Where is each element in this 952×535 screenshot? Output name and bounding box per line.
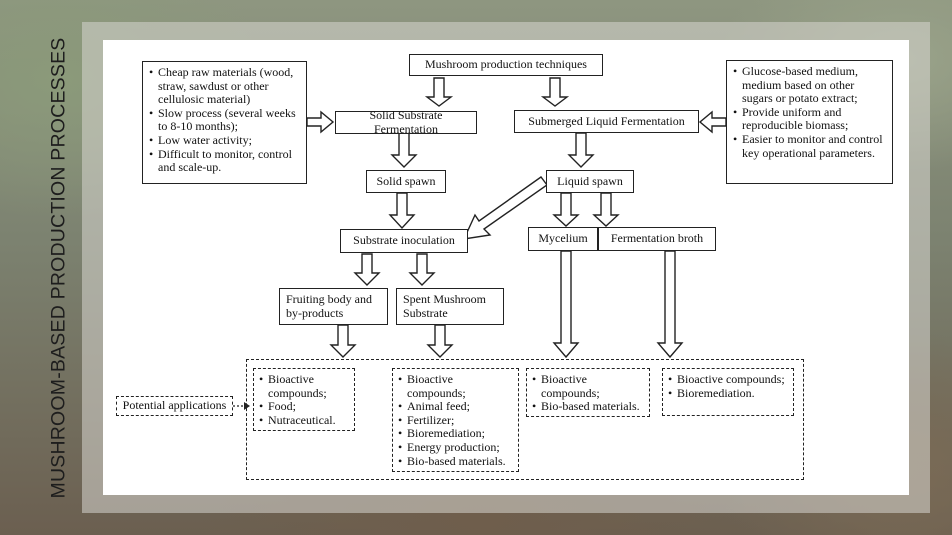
app-item: Bioactive compounds;: [259, 372, 349, 400]
app-item: Bioremediation.: [668, 386, 788, 401]
app-item: Fertilizer;: [398, 413, 513, 428]
arrow-root-to-liquid: [540, 77, 570, 107]
app-item: Bioactive compounds;: [398, 372, 513, 400]
apps-spent-list: Bioactive compounds; Animal feed; Fertil…: [398, 372, 513, 469]
liquid-fermentation-node: Submerged Liquid Fermentation: [514, 110, 699, 133]
arrow-liquid-to-spawn: [567, 132, 595, 168]
apps-fruiting-list: Bioactive compounds; Food; Nutraceutical…: [259, 372, 349, 428]
apps-spent-box: Bioactive compounds; Animal feed; Fertil…: [392, 368, 519, 472]
liquid-note-item: Easier to monitor and control key operat…: [733, 132, 886, 160]
app-item: Nutraceutical.: [259, 413, 349, 428]
arrow-mycelium-to-apps: [552, 250, 580, 359]
solid-note-item: Cheap raw materials (wood, straw, sawdus…: [149, 65, 300, 107]
arrow-liquidspawn-to-inoculation: [462, 176, 548, 240]
arrow-inoc-to-fruiting: [353, 253, 381, 286]
apps-mycelium-box: Bioactive compounds; Bio-based materials…: [526, 368, 650, 417]
app-item: Energy production;: [398, 440, 513, 455]
root-node: Mushroom production techniques: [409, 54, 603, 76]
liquid-spawn-node: Liquid spawn: [546, 170, 634, 193]
mycelium-node: Mycelium: [528, 227, 598, 251]
app-item: Bio-based materials.: [532, 400, 644, 414]
app-item: Bioremediation;: [398, 427, 513, 441]
apps-mycelium-list: Bioactive compounds; Bio-based materials…: [532, 372, 644, 414]
solid-note-item: Difficult to monitor, control and scale-…: [149, 147, 300, 175]
solid-note-item: Slow process (several weeks to 8-10 mont…: [149, 106, 300, 134]
app-item: Animal feed;: [398, 400, 513, 414]
arrow-broth-to-apps: [656, 250, 684, 359]
app-item: Bioactive compounds;: [532, 372, 644, 400]
potential-applications-label: Potential applications: [116, 396, 233, 416]
applications-container: [246, 359, 804, 480]
app-item: Bioactive compounds;: [668, 372, 788, 387]
app-item: Food;: [259, 400, 349, 414]
arrow-inoc-to-spent: [408, 253, 436, 286]
app-item: Bio-based materials.: [398, 454, 513, 469]
spent-substrate-node: Spent Mushroom Substrate: [396, 288, 504, 325]
arrow-spent-to-apps: [426, 324, 454, 358]
solid-spawn-node: Solid spawn: [366, 170, 446, 193]
apps-broth-box: Bioactive compounds; Bioremediation.: [662, 368, 794, 416]
arrow-fruiting-to-apps: [329, 324, 357, 358]
arrow-solid-notes: [306, 110, 335, 134]
applications-connector-head: [244, 402, 250, 410]
arrow-root-to-solid: [424, 77, 454, 107]
liquid-note-item: Provide uniform and reproducible biomass…: [733, 105, 886, 133]
arrow-solidspawn-to-inoculation: [388, 192, 416, 230]
fruiting-body-node: Fruiting body and by-products: [279, 288, 388, 325]
arrow-spawn-to-mycelium: [552, 192, 580, 227]
solid-note-item: Low water activity;: [149, 133, 300, 148]
liquid-notes-list: Glucose-based medium, medium based on ot…: [733, 64, 886, 160]
liquid-note-item: Glucose-based medium, medium based on ot…: [733, 64, 886, 106]
liquid-notes-box: Glucose-based medium, medium based on ot…: [726, 60, 893, 184]
apps-broth-list: Bioactive compounds; Bioremediation.: [668, 372, 788, 401]
solid-fermentation-node: Solid Substrate Fermentation: [335, 108, 477, 135]
substrate-inoculation-node: Substrate inoculation: [340, 229, 468, 253]
apps-fruiting-box: Bioactive compounds; Food; Nutraceutical…: [253, 368, 355, 431]
arrow-liquid-notes: [698, 110, 727, 134]
solid-notes-box: Cheap raw materials (wood, straw, sawdus…: [142, 61, 307, 184]
arrow-solid-to-spawn: [390, 132, 418, 168]
solid-notes-list: Cheap raw materials (wood, straw, sawdus…: [149, 65, 300, 175]
fermentation-broth-node: Fermentation broth: [598, 227, 716, 251]
arrow-spawn-to-broth: [592, 192, 620, 227]
